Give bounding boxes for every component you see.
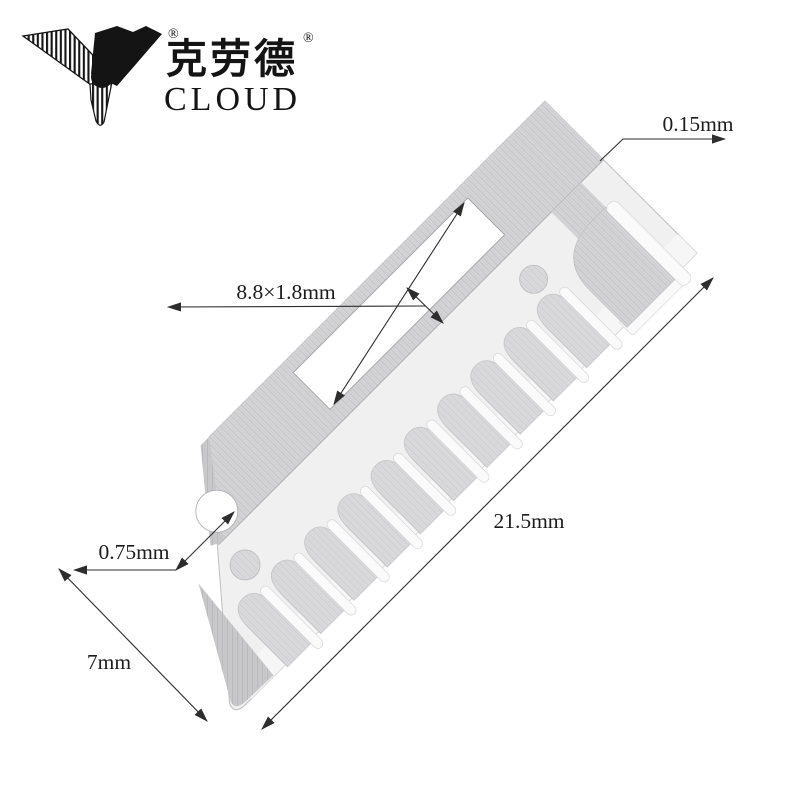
thickness-leader-line xyxy=(599,134,727,162)
heel-connector xyxy=(551,182,610,241)
blade-illustration xyxy=(195,100,698,711)
bird-tail xyxy=(89,81,113,126)
bird-logo-icon xyxy=(21,26,162,126)
width-arrow xyxy=(58,568,208,722)
dimension-annotations: 0.15mm 8.8×1.8mm 21.5mm 0.75mm 7mm xyxy=(58,112,734,730)
registered-mark-text: ® xyxy=(303,31,314,46)
registered-mark-icon: ® xyxy=(168,27,179,42)
dimension-thickness: 0.15mm xyxy=(599,112,734,162)
dimension-length: 21.5mm xyxy=(261,277,714,730)
brand-logo: ® 克劳德 ® CLOUD xyxy=(21,26,314,126)
dimension-width: 7mm xyxy=(58,568,208,722)
thickness-label: 0.15mm xyxy=(662,112,733,136)
brand-name-cn: 克劳德 xyxy=(166,36,298,82)
brand-name-en: CLOUD xyxy=(164,81,301,118)
blade-body xyxy=(208,100,698,711)
notch-label: 0.75mm xyxy=(98,540,169,564)
tip-chamfer-face xyxy=(198,583,274,707)
slot-label: 8.8×1.8mm xyxy=(236,280,336,304)
notch-arrow xyxy=(175,511,235,571)
bird-body xyxy=(91,66,113,88)
length-label: 21.5mm xyxy=(493,509,564,533)
length-arrow xyxy=(261,277,714,730)
width-label: 7mm xyxy=(87,650,131,674)
